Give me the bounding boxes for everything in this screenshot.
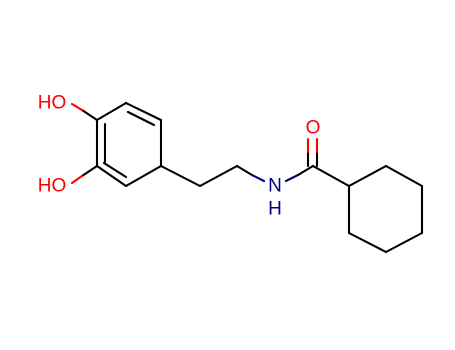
cyclo-bond-5 — [347, 231, 388, 254]
amide-bond-c — [296, 164, 315, 177]
amide-to-ring — [311, 164, 351, 188]
bond-layer — [70, 101, 424, 254]
ring-bond-4 — [124, 164, 163, 188]
amide-nitrogen-label: N — [268, 176, 282, 197]
amide-bond-n — [284, 173, 300, 183]
chain-bond-1 — [159, 164, 202, 188]
cyclo-bond-4 — [384, 231, 424, 254]
amide-hydrogen-label: H — [268, 199, 282, 220]
oh-top-bond-o — [70, 102, 84, 112]
ring-double-1 — [126, 110, 156, 127]
chain-bond-n1 — [250, 173, 266, 183]
chain-bond-2 — [198, 164, 239, 188]
cyclo-bond-1 — [347, 164, 388, 188]
oh-bottom-bond-c — [80, 164, 99, 178]
hydroxyl-top-label: HO — [38, 93, 67, 114]
hydroxyl-bottom-label: HO — [38, 176, 67, 197]
carbonyl-oxygen-label: O — [306, 118, 321, 139]
oh-bottom-bond-o — [70, 174, 84, 185]
atom-label-layer: HO HO N H O — [38, 93, 321, 220]
ring-double-2 — [102, 161, 128, 179]
oh-top-bond-c — [80, 108, 99, 122]
ring-bond-1 — [95, 101, 128, 122]
ring-bond-2 — [124, 101, 163, 122]
cyclo-bond-2 — [384, 164, 424, 188]
chain-bond-3 — [235, 164, 254, 177]
ring-bond-5 — [95, 164, 128, 188]
